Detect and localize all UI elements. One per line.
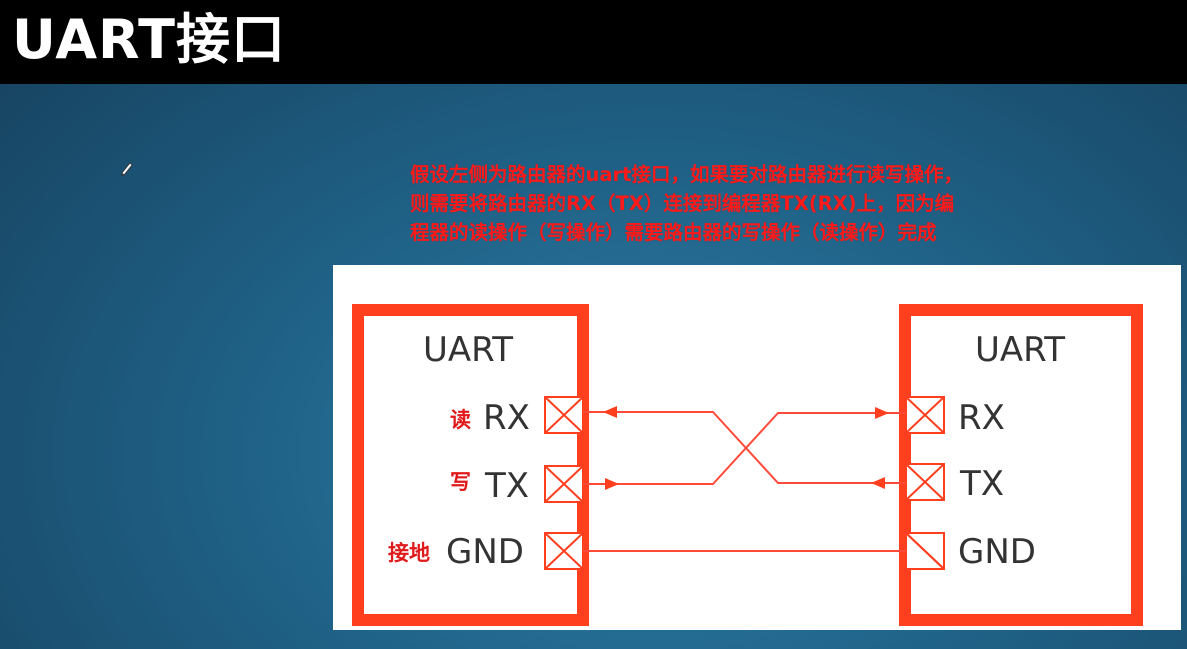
annotation-ground: 接地 bbox=[388, 541, 430, 565]
arrow-left-rx bbox=[603, 406, 617, 418]
arrow-left-tx bbox=[605, 478, 619, 490]
left-pin-tx: TX bbox=[484, 466, 529, 506]
note-line: 则需要将路由器的RX（TX）连接到编程器TX(RX)上，因为编 bbox=[410, 192, 955, 215]
right-pin-gnd: GND bbox=[958, 532, 1036, 572]
wiring-diagram-panel: UART UART RX TX GND RX TX GND bbox=[333, 265, 1181, 630]
annotation-write: 写 bbox=[450, 470, 471, 494]
right-pin-rx: RX bbox=[958, 398, 1005, 438]
left-pin-gnd: GND bbox=[446, 532, 524, 572]
left-pin-rx: RX bbox=[483, 398, 530, 438]
title-bar: UART接口 bbox=[0, 0, 1187, 84]
right-rx-connector bbox=[905, 396, 945, 434]
annotation-read: 读 bbox=[450, 408, 471, 432]
right-tx-connector bbox=[905, 463, 945, 501]
arrow-right-tx bbox=[871, 477, 885, 489]
page-title: UART接口 bbox=[12, 8, 286, 71]
left-box-title: UART bbox=[423, 330, 513, 370]
left-rx-connector bbox=[544, 396, 584, 434]
uart-wiring-diagram: UART UART RX TX GND RX TX GND bbox=[352, 304, 1143, 626]
right-box-title: UART bbox=[975, 330, 1065, 370]
left-tx-connector bbox=[544, 465, 584, 503]
right-gnd-connector bbox=[905, 532, 945, 570]
note-line: 假设左侧为路由器的uart接口，如果要对路由器进行读写操作， bbox=[410, 163, 963, 186]
explanation-note: 假设左侧为路由器的uart接口，如果要对路由器进行读写操作， 则需要将路由器的R… bbox=[410, 160, 1100, 247]
wire-left-rx-to-right-tx bbox=[583, 411, 906, 484]
pencil-icon bbox=[121, 162, 133, 176]
note-line: 程器的读操作（写操作）需要路由器的写操作（读操作）完成 bbox=[410, 221, 937, 244]
arrow-right-rx bbox=[875, 407, 889, 419]
wire-left-tx-to-right-rx bbox=[583, 412, 906, 485]
right-pin-tx: TX bbox=[959, 464, 1004, 504]
left-gnd-connector bbox=[544, 532, 584, 570]
